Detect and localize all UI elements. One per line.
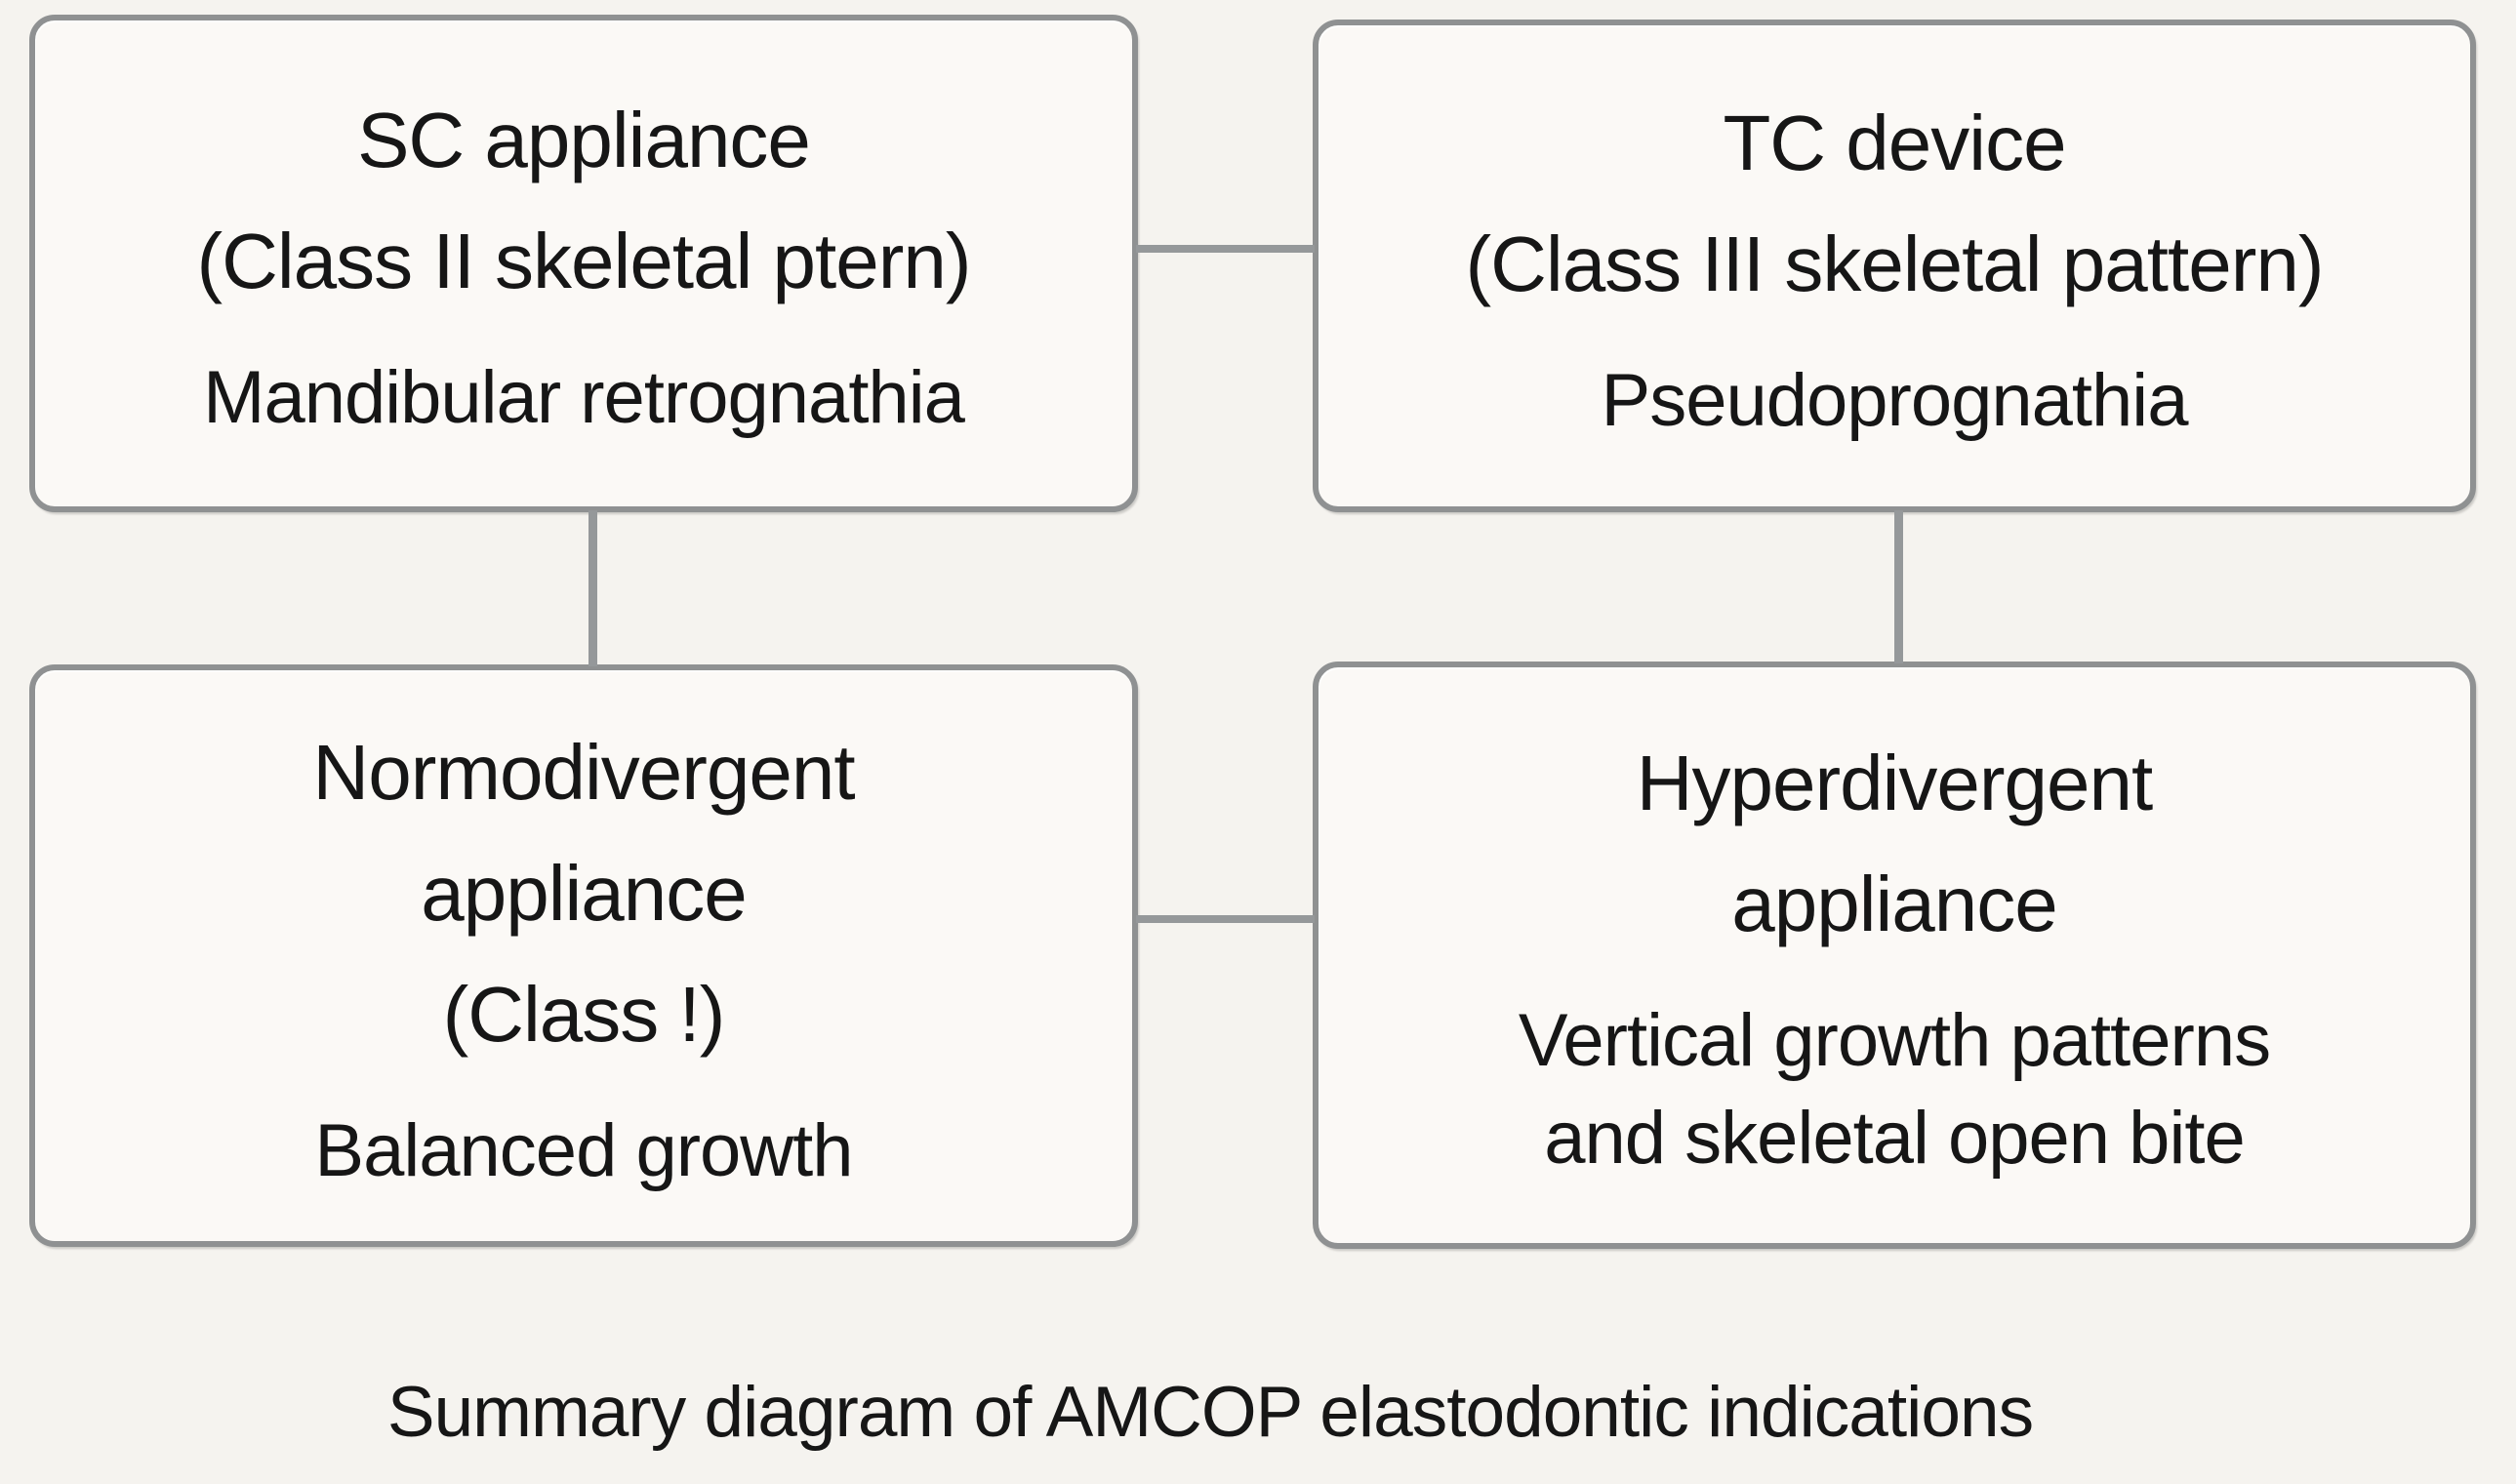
title-line: (Class III skeletal pattern) [1465,220,2325,307]
title-line: TC device [1723,99,2066,186]
subtitle-line: Balanced growth [314,1108,853,1192]
box-normodivergent-subtitle: Balanced growth [314,1103,853,1200]
title-line: Normodivergent [312,728,855,816]
connector-top-horizontal [1136,245,1315,253]
box-tc-device-subtitle: Pseudoprognathia [1601,352,2189,450]
title-line: SC appliance [357,97,811,183]
subtitle-line: Mandibular retrognathia [203,356,965,439]
subtitle-line: and skeletal open bite [1544,1097,2245,1180]
connector-right-vertical [1894,510,1903,663]
box-normodivergent-title: Normodivergent appliance (Class !) [312,712,855,1075]
box-tc-device-title: TC device (Class III skeletal pattern) [1465,83,2325,325]
box-normodivergent-appliance: Normodivergent appliance (Class !) Balan… [29,664,1138,1247]
box-tc-device: TC device (Class III skeletal pattern) P… [1313,20,2476,512]
title-line: (Class !) [442,970,726,1058]
connector-bottom-horizontal [1136,915,1315,923]
title-line: appliance [421,849,748,937]
box-sc-appliance-title: SC appliance (Class II skeletal ptern) [196,80,971,322]
caption: Summary diagram of AMCOP elastodontic in… [386,1373,2034,1452]
title-line: appliance [1731,861,2057,947]
connector-left-vertical [588,510,597,666]
subtitle-line: Pseudoprognathia [1601,358,2189,442]
subtitle-line: Vertical growth patterns [1518,999,2271,1082]
title-line: (Class II skeletal ptern) [196,218,971,304]
box-hyperdivergent-subtitle: Vertical growth patterns and skeletal op… [1518,992,2271,1187]
title-line: Hyperdivergent [1636,740,2153,826]
box-hyperdivergent-appliance: Hyperdivergent appliance Vertical growth… [1313,662,2476,1249]
box-sc-appliance-subtitle: Mandibular retrognathia [203,349,965,447]
box-hyperdivergent-title: Hyperdivergent appliance [1637,723,2153,965]
box-sc-appliance: SC appliance (Class II skeletal ptern) M… [29,15,1138,512]
